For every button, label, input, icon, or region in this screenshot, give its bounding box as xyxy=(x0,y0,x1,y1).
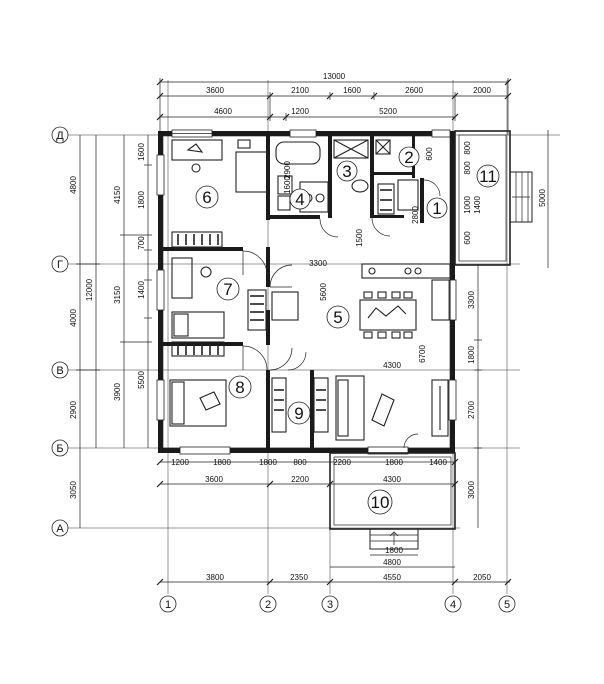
room-7-label: 7 xyxy=(223,280,232,299)
dim-top-4: 2600 xyxy=(405,86,423,95)
terrace-east xyxy=(454,130,533,266)
dim-inner-5600: 5600 xyxy=(319,283,328,301)
dim-top-5: 2000 xyxy=(473,86,491,95)
axis-row-d: Д xyxy=(56,130,64,142)
dim-top-row2-2: 1200 xyxy=(291,107,309,116)
room-8-label: 8 xyxy=(235,378,244,397)
room-labels: 1 2 3 4 5 6 7 8 9 10 11 xyxy=(195,146,500,515)
dim-axis-1-2: 3800 xyxy=(206,573,224,582)
axis-row-a: А xyxy=(56,523,64,535)
axis-col-4: 4 xyxy=(450,599,456,611)
dim-overall-width: 13000 xyxy=(323,72,346,81)
dim-terrace-800a: 800 xyxy=(463,141,472,155)
dim-bottom-1: 1200 xyxy=(171,458,189,467)
dim-left-mid2: 5500 xyxy=(137,371,146,389)
room-5-label: 5 xyxy=(333,308,342,327)
room-11-label: 11 xyxy=(479,167,497,186)
interior-walls xyxy=(163,129,451,448)
dim-axis-4-5: 2050 xyxy=(473,573,491,582)
dim-terrace-600: 600 xyxy=(463,231,472,245)
dim-right-2: 1800 xyxy=(467,346,476,364)
dim-inner-6700: 6700 xyxy=(418,345,427,363)
dim-terrace-width: 4800 xyxy=(383,558,401,567)
dim-terrace-1400: 1400 xyxy=(473,196,482,214)
room-6-label: 6 xyxy=(202,188,211,207)
axis-row-g: Г xyxy=(57,259,63,271)
dim-bottom-row2-1: 3600 xyxy=(205,475,223,484)
dim-left-mid-1: 4150 xyxy=(113,186,122,204)
dim-top-2: 2100 xyxy=(291,86,309,95)
axis-col-5: 5 xyxy=(504,599,510,611)
dim-inner-2900: 2900 xyxy=(283,161,292,179)
dim-bottom-4: 800 xyxy=(293,458,307,467)
dim-bottom-2: 1800 xyxy=(213,458,231,467)
dim-top-row2-1: 4600 xyxy=(214,107,232,116)
room-9-label: 9 xyxy=(294,404,303,423)
dim-inner-1600: 1600 xyxy=(283,176,292,194)
dim-left-3: 2900 xyxy=(69,401,78,419)
dim-inner-2800: 2800 xyxy=(411,206,420,224)
dim-terrace-steps: 1800 xyxy=(385,546,403,555)
dim-top-row2-3: 5200 xyxy=(379,107,397,116)
room-1-label: 1 xyxy=(432,199,441,218)
axis-row-v: В xyxy=(56,365,63,377)
dim-bottom-row2-2: 2200 xyxy=(291,475,309,484)
dim-bottom-row2-3: 4300 xyxy=(383,475,401,484)
right-dimensions: 5000 3300 1800 2700 3000 xyxy=(467,130,549,528)
dim-top-3: 1600 xyxy=(343,86,361,95)
axis-col-2: 2 xyxy=(265,599,271,611)
dim-left-1: 4800 xyxy=(69,176,78,194)
dim-bottom-3: 1800 xyxy=(259,458,277,467)
room-3-label: 3 xyxy=(342,162,351,181)
dim-left-inner-3: 700 xyxy=(137,236,146,250)
top-dimensions: 13000 3600 2100 1600 2600 2000 4600 1200… xyxy=(156,72,512,135)
dim-left-2: 4000 xyxy=(69,309,78,327)
dim-terrace-1000: 1000 xyxy=(463,196,472,214)
dim-left-total: 12000 xyxy=(85,278,94,301)
dim-inner-1500: 1500 xyxy=(355,229,364,247)
dim-terrace-800b: 800 xyxy=(463,161,472,175)
dim-bottom-6: 1800 xyxy=(385,458,403,467)
left-dimensions: 4800 4000 2900 3050 12000 4150 3150 3900… xyxy=(69,135,152,528)
dim-axis-2-3: 2350 xyxy=(290,573,308,582)
room-10-label: 10 xyxy=(371,493,390,512)
terrace-south xyxy=(329,452,456,550)
dim-axis-3-4: 4550 xyxy=(383,573,401,582)
dim-inner-4300: 4300 xyxy=(383,361,401,370)
axis-col-1: 1 xyxy=(165,599,171,611)
dim-right-terrace: 5000 xyxy=(538,189,547,207)
bottom-dimensions: 1200 1800 1800 800 2200 1800 1400 3600 2… xyxy=(156,458,512,586)
axis-bubbles: Д Г В Б А 1 2 3 4 5 xyxy=(51,126,516,613)
dim-right-1: 3300 xyxy=(467,291,476,309)
dim-left-inner-4: 1400 xyxy=(137,281,146,299)
dim-left-mid-2: 3150 xyxy=(113,286,122,304)
dim-bottom-7: 1400 xyxy=(429,458,447,467)
dim-top-1: 3600 xyxy=(206,86,224,95)
axis-row-b: Б xyxy=(56,443,63,455)
room-4-label: 4 xyxy=(295,190,304,209)
inner-dimensions: 1600 2900 2800 1500 3300 5600 4300 6700 … xyxy=(283,141,482,370)
dim-inner-600: 600 xyxy=(425,147,434,161)
dim-right-4: 3000 xyxy=(467,481,476,499)
dim-right-3: 2700 xyxy=(467,401,476,419)
room-2-label: 2 xyxy=(404,148,413,167)
door-swings xyxy=(242,179,441,449)
dim-inner-3300-h: 3300 xyxy=(309,259,327,268)
dim-left-inner-2: 1800 xyxy=(137,191,146,209)
dim-left-4: 3050 xyxy=(69,481,78,499)
dim-left-mid-3: 3900 xyxy=(113,383,122,401)
windows xyxy=(156,129,457,455)
dim-left-inner-1: 1600 xyxy=(137,143,146,161)
axis-col-3: 3 xyxy=(327,599,333,611)
furniture xyxy=(169,139,451,441)
dim-bottom-5: 2200 xyxy=(333,458,351,467)
